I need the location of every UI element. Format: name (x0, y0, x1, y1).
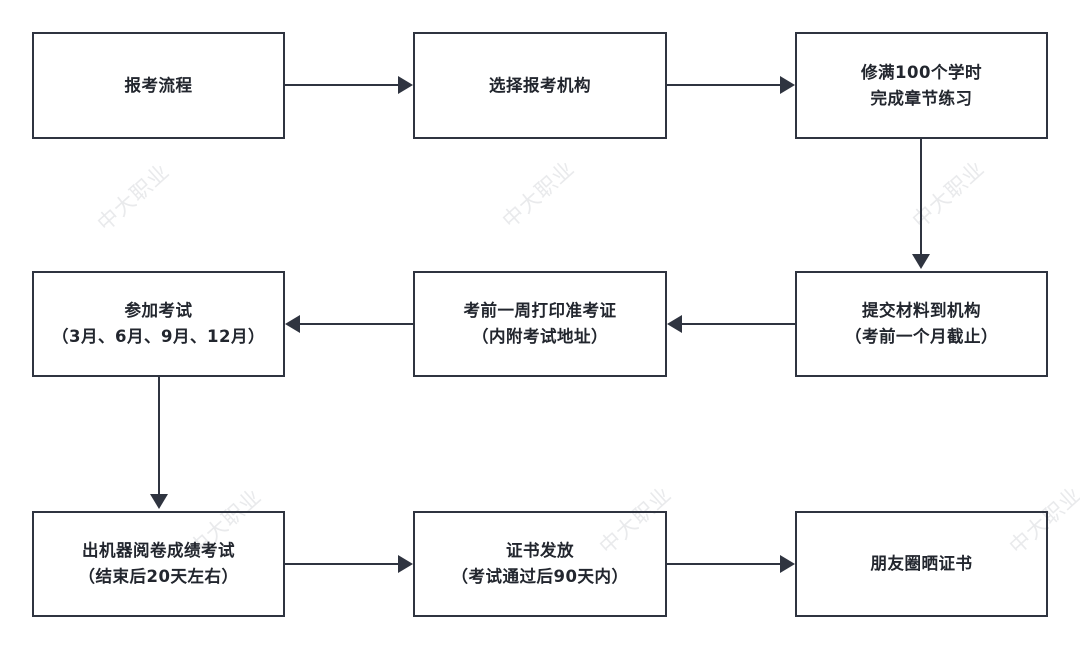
flow-node-zhengshufafang[interactable]: 证书发放 （考试通过后90天内） (413, 511, 667, 617)
watermark-text: 中大职业 (497, 156, 580, 233)
arrowhead-left-icon (667, 315, 682, 333)
arrowhead-right-icon (398, 555, 413, 573)
flow-node-xuanzejigou[interactable]: 选择报考机构 (413, 32, 667, 139)
flow-node-line2: （内附考试地址） (472, 327, 608, 346)
flow-node-line1: 报考流程 (124, 75, 193, 95)
edge-connector-line (667, 83, 782, 87)
flow-node-line1: 提交材料到机构 (862, 301, 981, 321)
arrowhead-down-icon (150, 494, 168, 509)
flow-node-line2: （结束后20天左右） (78, 567, 239, 586)
flow-node-line1: 证书发放 (506, 541, 574, 561)
flow-node-pengyouquanshai[interactable]: 朋友圈晒证书 (795, 511, 1048, 617)
edge-connector-line (919, 139, 923, 256)
edge-connector-line (667, 562, 782, 566)
flow-node-label: 选择报考机构 (489, 73, 591, 99)
edge-connector-line (157, 377, 161, 496)
flow-node-label: 朋友圈晒证书 (871, 551, 973, 577)
arrowhead-left-icon (285, 315, 300, 333)
flow-node-xiuman100xueshi[interactable]: 修满100个学时 完成章节练习 (795, 32, 1048, 139)
edge-connector-line (285, 83, 400, 87)
flow-node-label: 证书发放 （考试通过后90天内） (452, 538, 629, 589)
flow-node-label: 报考流程 (125, 73, 193, 99)
flow-node-label: 参加考试 （3月、6月、9月、12月） (52, 298, 265, 349)
flow-node-line2: （考试通过后90天内） (451, 567, 629, 586)
arrowhead-down-icon (912, 254, 930, 269)
edge-connector-line (300, 322, 413, 326)
edge-connector-line (682, 322, 795, 326)
flow-node-dayinzhunkaozheng[interactable]: 考前一周打印准考证 （内附考试地址） (413, 271, 667, 377)
arrowhead-right-icon (780, 76, 795, 94)
flow-node-label: 考前一周打印准考证 （内附考试地址） (464, 298, 617, 349)
edge-connector-line (285, 562, 400, 566)
flow-node-line1: 朋友圈晒证书 (870, 554, 973, 574)
flow-node-label: 出机器阅卷成绩考试 （结束后20天左右） (79, 538, 239, 589)
flow-node-yuejuanchengji[interactable]: 出机器阅卷成绩考试 （结束后20天左右） (32, 511, 285, 617)
flow-node-line2: （3月、6月、9月、12月） (52, 327, 265, 346)
flow-node-line1: 考前一周打印准考证 (463, 301, 617, 321)
flow-node-canjiakaoshi[interactable]: 参加考试 （3月、6月、9月、12月） (32, 271, 285, 377)
flow-node-line1: 修满100个学时 (861, 62, 982, 82)
arrowhead-right-icon (398, 76, 413, 94)
arrowhead-right-icon (780, 555, 795, 573)
flow-node-line2: 完成章节练习 (870, 88, 973, 108)
flow-node-line1: 出机器阅卷成绩考试 (82, 541, 235, 561)
flow-node-label: 提交材料到机构 （考前一个月截止） (845, 298, 998, 349)
flow-node-tijiaocailiao[interactable]: 提交材料到机构 （考前一个月截止） (795, 271, 1048, 377)
watermark-text: 中大职业 (92, 159, 175, 236)
flow-node-line1: 选择报考机构 (489, 75, 591, 95)
flow-node-line1: 参加考试 (124, 301, 193, 321)
flow-node-line2: （考前一个月截止） (845, 327, 998, 346)
watermark-text: 中大职业 (907, 156, 990, 233)
flow-node-baokaoliucheng[interactable]: 报考流程 (32, 32, 285, 139)
flow-node-label: 修满100个学时 完成章节练习 (861, 60, 982, 111)
